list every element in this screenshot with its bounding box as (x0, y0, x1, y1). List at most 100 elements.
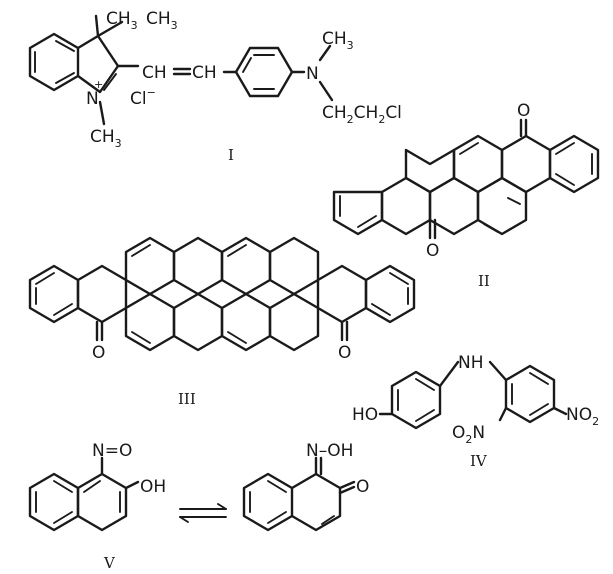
ring (428, 176, 480, 236)
ring (500, 134, 552, 194)
indole-double-bond (55, 40, 75, 52)
indole-double-bond (103, 73, 117, 91)
label-n-charge: + (94, 78, 103, 91)
ring (76, 264, 128, 324)
label-chain: CH2CH2Cl (322, 103, 402, 126)
ring (548, 134, 600, 194)
nh-bond (438, 360, 460, 388)
hydroxyl-bond (124, 480, 140, 490)
double-bond (53, 303, 73, 316)
double-bond (415, 409, 435, 422)
label-keto-o: O (356, 477, 369, 497)
equilibrium-arrowhead (217, 503, 227, 510)
label-ch-b: CH (192, 63, 217, 83)
label-roman-v: V (103, 554, 116, 572)
label-nitroso: N=O (92, 441, 132, 461)
double-bond (483, 223, 499, 233)
amine-chain-bond (318, 80, 334, 102)
ring (172, 292, 224, 352)
double-bond (227, 331, 247, 344)
label-chloride: Cl− (130, 86, 156, 109)
ring (242, 472, 294, 532)
equilibrium-arrowhead (179, 516, 189, 523)
label-o-bottom: O (426, 241, 439, 261)
double-bond (389, 272, 409, 285)
double-bond (357, 215, 377, 228)
ring (172, 236, 224, 296)
label-roman-iii: III (178, 390, 196, 408)
nh-bond (488, 360, 508, 382)
label-ch3-a: CH3 (106, 9, 138, 32)
ring (290, 472, 342, 532)
n-methyl-bond (98, 100, 106, 126)
double-bond (415, 378, 435, 391)
label-n-indole: N (86, 89, 99, 109)
ring (316, 264, 368, 324)
indole-double-bond (55, 72, 75, 84)
label-oxime: N–OH (306, 441, 353, 461)
label-ho: HO (352, 405, 378, 425)
double-bond (529, 372, 549, 385)
label-o-right: O (338, 343, 351, 363)
label-n-amine: N (306, 64, 319, 84)
nitro-bond (552, 406, 568, 416)
ring (28, 264, 80, 324)
amine-methyl-bond (318, 44, 332, 62)
ring (380, 176, 432, 236)
label-no2-ortho: O2N (452, 423, 485, 446)
double-bond (321, 515, 335, 525)
ring (332, 190, 384, 236)
structure-iii: O O III (28, 236, 416, 408)
label-ch3-b-real: CH3 (146, 9, 178, 32)
ring (476, 176, 528, 236)
ring (28, 472, 80, 532)
ring (364, 264, 416, 324)
double-bond (35, 272, 55, 285)
ring (76, 472, 128, 532)
label-no2-para: NO2 (566, 405, 599, 428)
double-bond (555, 142, 575, 155)
indole-benzene-ring (28, 32, 80, 92)
ring (220, 236, 272, 296)
label-roman-ii: II (478, 272, 490, 290)
label-nh: NH (458, 353, 484, 373)
ring (268, 236, 320, 296)
structure-ii: O O II (332, 101, 600, 290)
methyl-bond (94, 14, 100, 38)
ring (220, 292, 272, 352)
ring (268, 292, 320, 352)
double-bond (53, 480, 73, 493)
nitro-bond (498, 406, 508, 422)
label-ch3-top: CH3 (322, 29, 354, 52)
label-roman-i: I (228, 146, 234, 164)
label-oh: OH (140, 477, 166, 497)
double-bond (53, 511, 73, 524)
double-bond (227, 244, 247, 257)
label-o-left: O (92, 343, 105, 363)
double-bond (529, 403, 549, 416)
phenyl-double-bond (242, 57, 252, 73)
double-bond (267, 480, 287, 493)
label-ch3-n: CH3 (90, 127, 122, 150)
ring (404, 148, 456, 194)
double-bond (459, 142, 479, 155)
double-bond (83, 480, 101, 493)
double-bond (507, 197, 521, 205)
double-bond (131, 244, 151, 257)
ring (124, 236, 176, 296)
dinitrophenyl-ring (504, 364, 556, 424)
double-bond (267, 511, 287, 524)
double-bond (555, 173, 575, 186)
double-bond (371, 303, 391, 316)
carbonyl-bond (338, 480, 356, 490)
double-bond (131, 331, 151, 344)
carbonyl-bond (338, 485, 356, 495)
structure-iv: NH HO O2N NO2 IV (352, 353, 599, 470)
ring (452, 134, 504, 194)
label-o-top: O (517, 101, 530, 121)
phenol-ring (390, 370, 442, 430)
structure-v: N=O OH N–OH O V (28, 441, 369, 572)
methyl-bond (96, 20, 124, 38)
label-roman-iv: IV (470, 452, 488, 470)
